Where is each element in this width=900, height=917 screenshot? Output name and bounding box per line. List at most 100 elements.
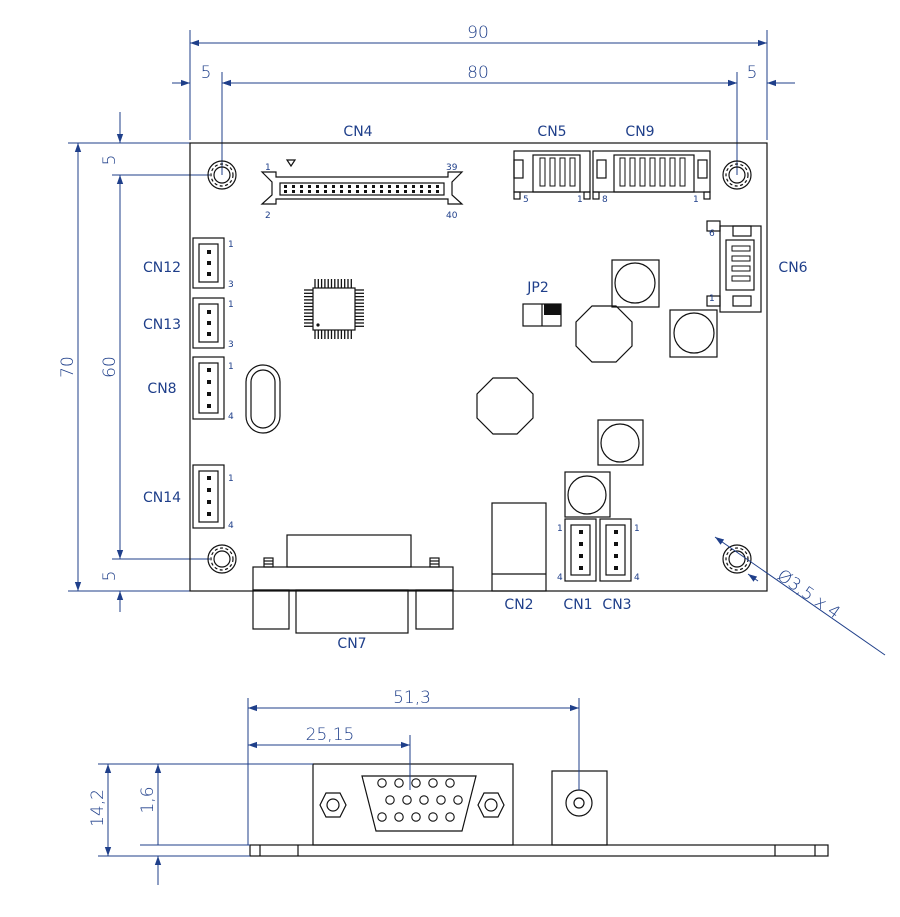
dim-side-width-2: 25,15 xyxy=(306,725,355,745)
cn4-pin-40: 40 xyxy=(446,211,458,221)
cn6-slot xyxy=(731,255,751,262)
cn12-pin-3: 3 xyxy=(228,280,234,290)
cn2-label: CN2 xyxy=(504,597,533,613)
cn4-pin xyxy=(292,185,295,188)
vga-pin-hole xyxy=(377,778,387,788)
cn1-pin-4: 4 xyxy=(557,573,563,583)
cn4-pin xyxy=(300,185,303,188)
cn4-pin xyxy=(388,185,391,188)
cn5-slot xyxy=(549,157,556,187)
cn4-pin xyxy=(364,185,367,188)
cn7-connector xyxy=(252,534,454,634)
vga-pin-hole xyxy=(428,812,438,822)
vga-pin-holes xyxy=(377,778,463,822)
qfp-chip xyxy=(312,287,356,331)
cn4-pin-39: 39 xyxy=(446,163,458,173)
octagon-component-upper xyxy=(575,305,633,363)
dim-hole: Ø3,5 x 4 xyxy=(773,566,844,624)
cn5-slot xyxy=(539,157,546,187)
vga-pin-hole xyxy=(428,778,438,788)
cn6-slot xyxy=(731,245,751,252)
cn9-slot xyxy=(659,157,666,187)
cn4-pin xyxy=(324,185,327,188)
vga-pin-hole xyxy=(411,778,421,788)
cn5-slot xyxy=(569,157,576,187)
cn4-connector xyxy=(260,159,464,205)
cn3-label: CN3 xyxy=(602,597,631,613)
cn12-label: CN12 xyxy=(143,260,181,276)
inductor-2 xyxy=(669,309,718,358)
side-view xyxy=(249,763,829,857)
vga-pin-hole xyxy=(445,778,455,788)
cn14-connector xyxy=(192,464,225,529)
cn5-pin-5: 5 xyxy=(523,195,529,205)
cn14-label: CN14 xyxy=(143,490,181,506)
dim-side-width-1: 51,3 xyxy=(393,688,431,708)
vga-pin-hole xyxy=(402,795,412,805)
inductor-1 xyxy=(611,259,660,308)
crystal-outer xyxy=(245,364,281,434)
vga-pin-hole xyxy=(385,795,395,805)
cn4-pin xyxy=(380,190,383,193)
cn13-pin-3: 3 xyxy=(228,340,234,350)
cn1-connector xyxy=(564,518,597,582)
cn14-pin-4: 4 xyxy=(228,521,234,531)
cn6-slot xyxy=(731,265,751,272)
cn8-label: CN8 xyxy=(147,381,176,397)
cn4-pin xyxy=(412,185,415,188)
octagon-component-center xyxy=(476,377,534,435)
top-dimensions: 90 80 5 5 xyxy=(172,23,795,175)
cn4-pin-1: 1 xyxy=(265,163,271,173)
cn12-pin-1: 1 xyxy=(228,240,234,250)
dim-top-right-margin: 5 xyxy=(747,63,758,83)
cn3-pin-1: 1 xyxy=(634,524,640,534)
cn8-connector xyxy=(192,356,225,420)
cn6-connector xyxy=(706,220,762,313)
cn4-pin xyxy=(348,185,351,188)
dim-left-bottom-margin: 5 xyxy=(100,571,120,582)
cn4-pin xyxy=(316,185,319,188)
cn4-pin xyxy=(404,185,407,188)
cn13-pin-1: 1 xyxy=(228,300,234,310)
cn9-slot xyxy=(619,157,626,187)
cn4-pin xyxy=(300,190,303,193)
cn4-label: CN4 xyxy=(343,124,372,140)
vga-pin-hole xyxy=(411,812,421,822)
cn4-pin xyxy=(428,190,431,193)
cn4-pin xyxy=(372,190,375,193)
cn1-label: CN1 xyxy=(563,597,592,613)
cn13-connector xyxy=(192,297,225,349)
dim-side-height-1: 14,2 xyxy=(88,789,108,827)
hole-callout: Ø3,5 x 4 xyxy=(714,536,886,656)
cn4-pin xyxy=(284,185,287,188)
cn4-pin xyxy=(308,185,311,188)
cn9-connector xyxy=(592,150,711,200)
cn4-pin xyxy=(316,190,319,193)
cn9-slot xyxy=(649,157,656,187)
cn4-pin xyxy=(396,190,399,193)
cn4-pin xyxy=(420,185,423,188)
cn4-pin xyxy=(356,185,359,188)
cn8-pin-1: 1 xyxy=(228,362,234,372)
mounting-hole-top-right xyxy=(722,160,752,190)
cn4-pin xyxy=(324,190,327,193)
cn4-pins xyxy=(284,185,439,193)
cn4-pin xyxy=(332,185,335,188)
cn9-label: CN9 xyxy=(625,124,654,140)
cn6-slot xyxy=(731,275,751,282)
mounting-hole-bottom-left xyxy=(207,544,237,574)
cn5-label: CN5 xyxy=(537,124,566,140)
jp2-jumper xyxy=(522,303,562,327)
cn6-pin-6: 6 xyxy=(709,229,715,239)
inductor-4 xyxy=(564,471,611,518)
cn4-pin xyxy=(308,190,311,193)
cn5-slot xyxy=(559,157,566,187)
vga-pin-hole xyxy=(377,812,387,822)
cn4-pin-2: 2 xyxy=(265,211,271,221)
cn1-pin-1: 1 xyxy=(557,524,563,534)
mounting-hole-top-left xyxy=(207,160,237,190)
cn4-pin xyxy=(340,185,343,188)
dim-side-height-2: 1,6 xyxy=(138,786,158,813)
crystal-inner xyxy=(250,369,276,429)
